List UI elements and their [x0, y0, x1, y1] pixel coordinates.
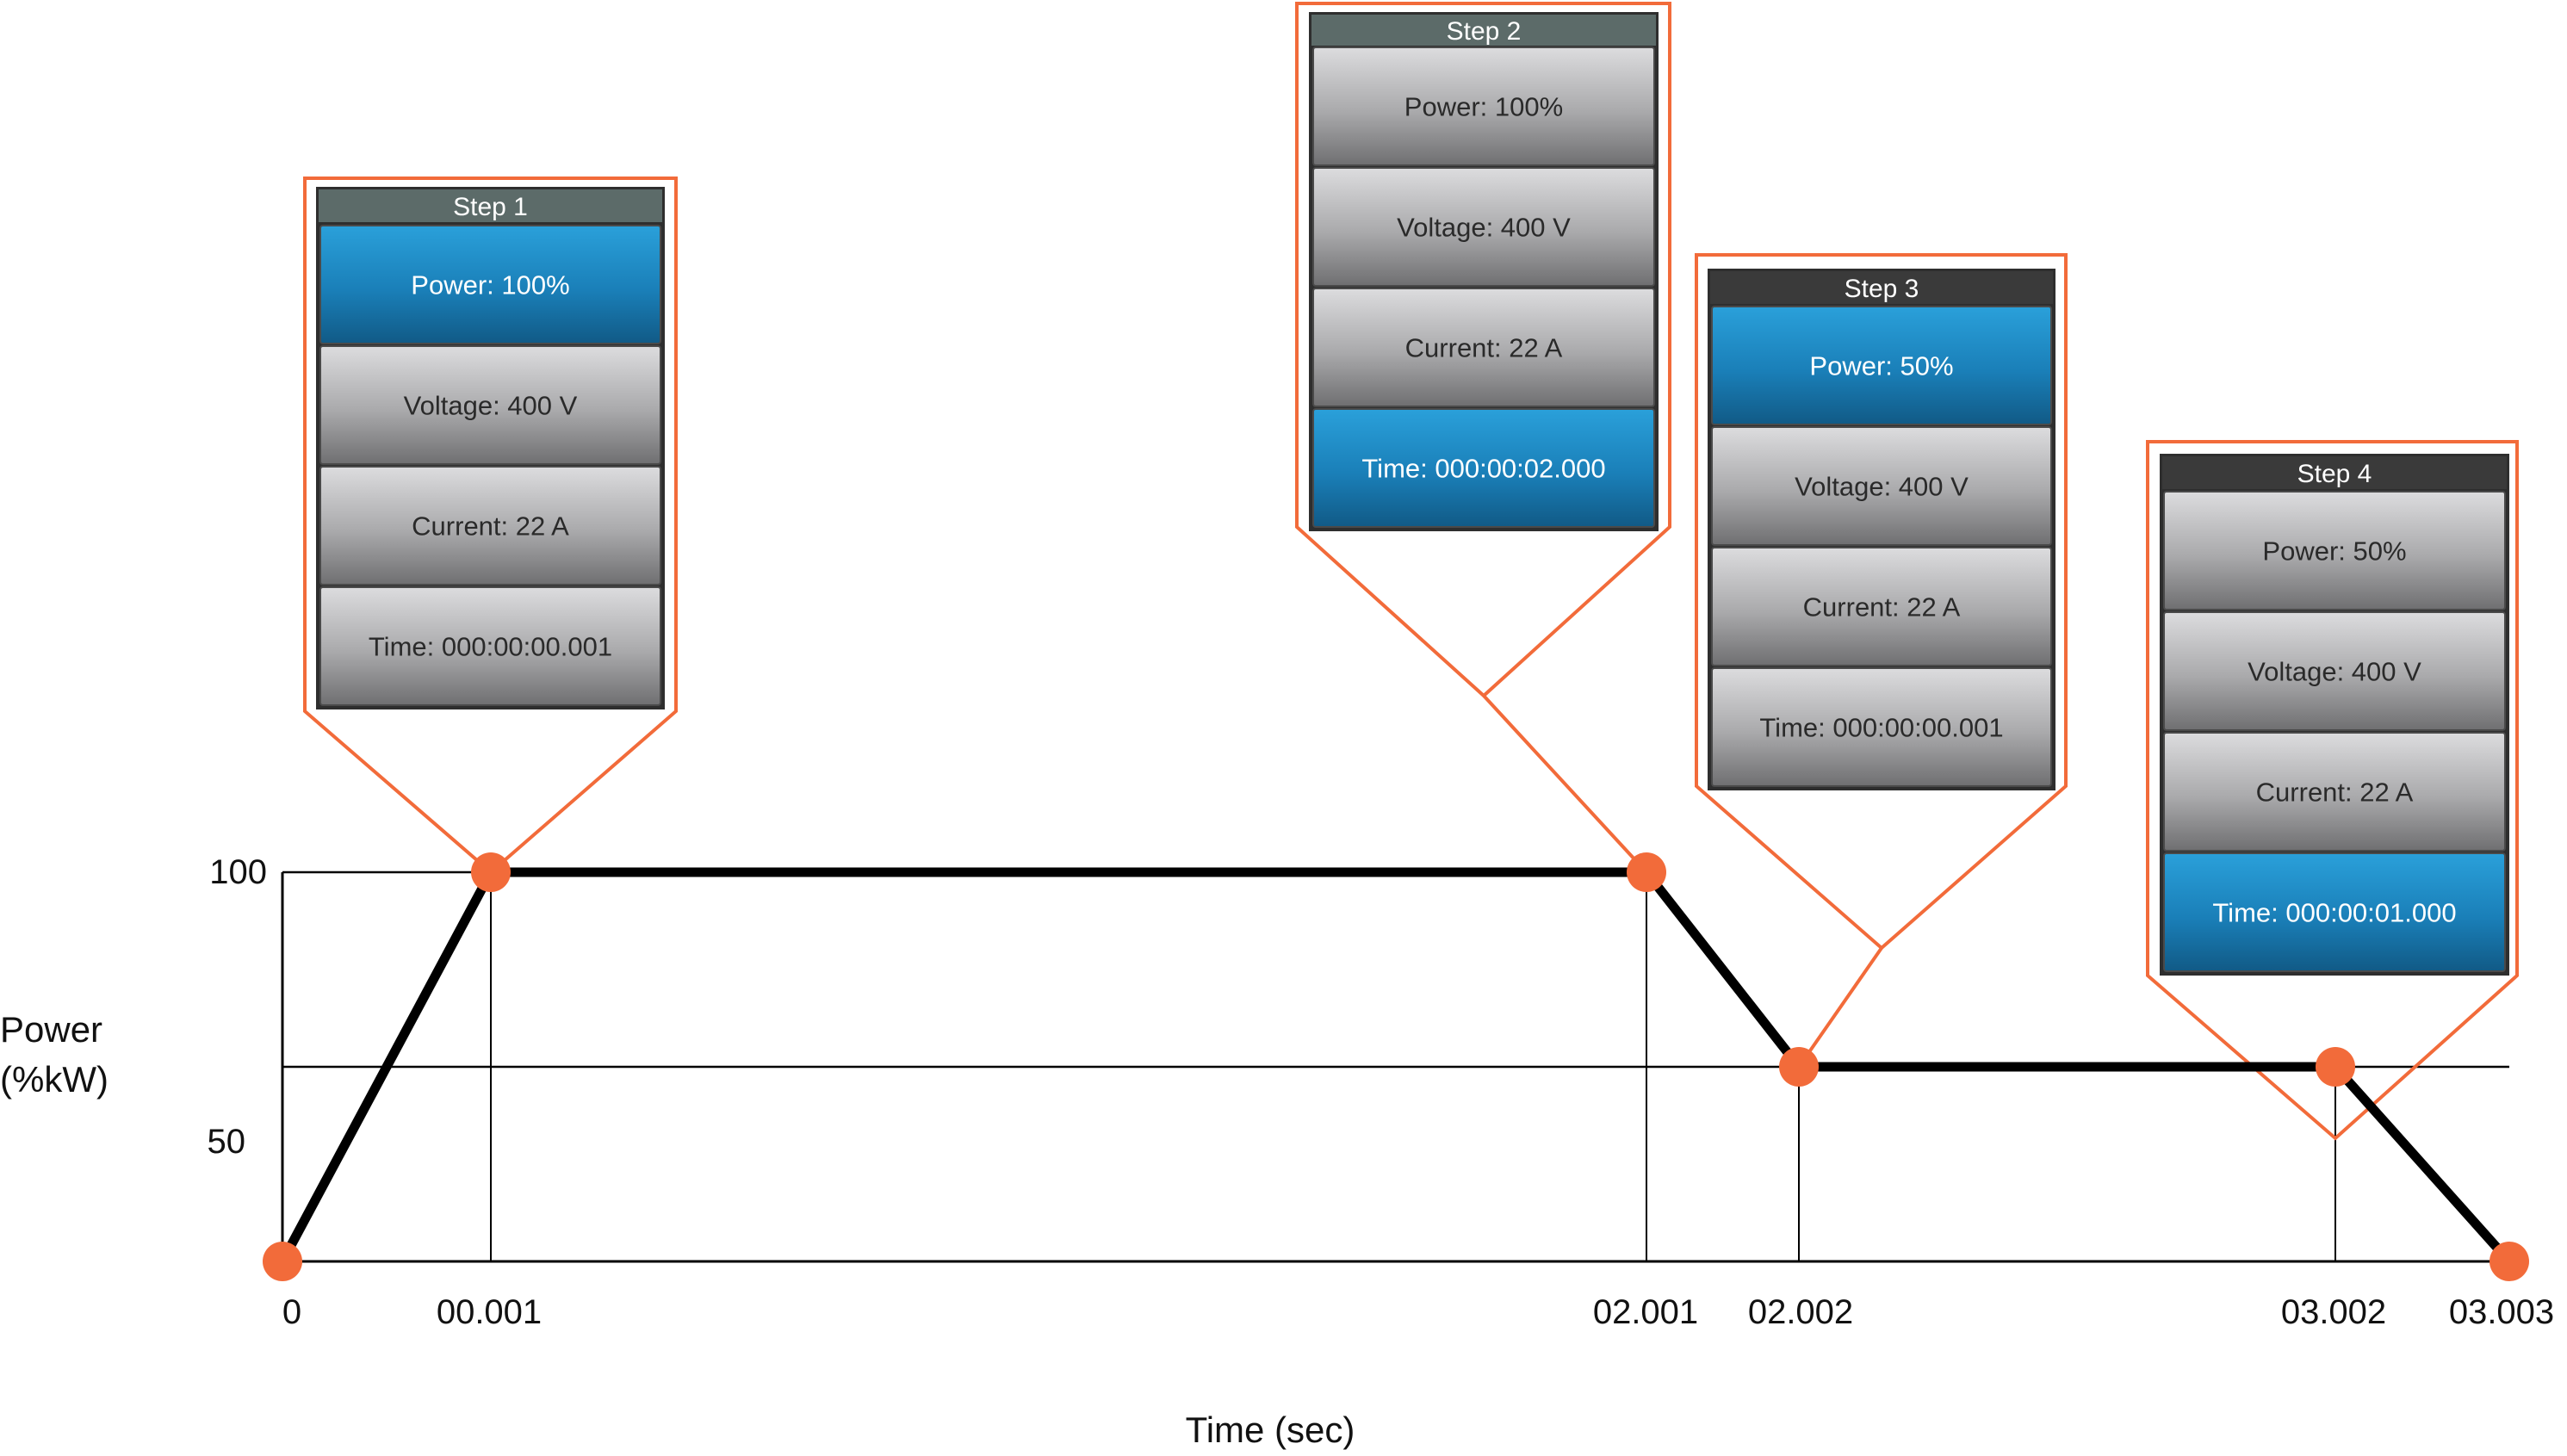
field[interactable]: Current: 22 A — [1711, 547, 2052, 666]
field-label: Current: 22 A — [1405, 333, 1563, 363]
field-selected[interactable]: Time: 000:00:02.000 — [1312, 408, 1655, 528]
step-point-marker — [1627, 852, 1666, 892]
y-axis-label-line2: (%kW) — [0, 1059, 109, 1100]
field-label: Time: 000:00:00.001 — [1759, 713, 2003, 743]
y-axis-label-line1: Power — [0, 1009, 102, 1050]
field-background — [2163, 611, 2506, 731]
field-label: Voltage: 400 V — [1397, 213, 1571, 243]
field-selected[interactable]: Power: 100% — [319, 225, 661, 344]
field-label: Current: 22 A — [1803, 592, 1961, 623]
field-label: Voltage: 400 V — [404, 391, 578, 421]
field[interactable]: Time: 000:00:00.001 — [319, 586, 661, 706]
step-4-callout-outline — [2146, 440, 2519, 1141]
field[interactable]: Power: 50% — [2163, 491, 2506, 610]
field-background — [1312, 167, 1655, 287]
field[interactable]: Voltage: 400 V — [1711, 426, 2052, 546]
panel-title: Step 4 — [2297, 460, 2372, 488]
field-background — [319, 225, 661, 344]
field-selected[interactable]: Time: 000:00:01.000 — [2163, 852, 2506, 972]
field-label: Time: 000:00:00.001 — [369, 632, 612, 662]
field[interactable]: Current: 22 A — [319, 466, 661, 585]
step-2-panel: Step 2 Power: 100% Voltage: 400 V Current: … — [1309, 12, 1659, 531]
field-background — [1312, 408, 1655, 528]
field-label: Power: 100% — [411, 270, 569, 300]
panel-title: Step 2 — [1447, 17, 1522, 46]
field-background — [1312, 46, 1655, 166]
field-label: Time: 000:00:02.000 — [1361, 454, 1605, 484]
step-point-marker — [263, 1242, 302, 1281]
panel-header — [319, 189, 662, 222]
x-tick-03-002: 03.002 — [2281, 1293, 2386, 1331]
field-background — [1711, 426, 2052, 546]
field[interactable]: Current: 22 A — [1312, 288, 1655, 407]
step-point-marker — [471, 852, 511, 892]
step-2-callout-outline — [1295, 2, 1671, 698]
field-background — [2163, 852, 2506, 972]
panel-title: Step 1 — [453, 193, 528, 221]
step-point-marker — [2316, 1047, 2355, 1087]
step-3-callout-connector — [1797, 946, 1883, 1069]
field-label: Voltage: 400 V — [1795, 472, 1969, 502]
step-panels: Step 1 Power: 100% Voltage: 400 V Current: … — [316, 12, 2509, 976]
field[interactable]: Voltage: 400 V — [1312, 167, 1655, 287]
field-selected[interactable]: Power: 50% — [1711, 306, 2052, 425]
power-profile-line — [277, 867, 2514, 1267]
y-tick-100: 100 — [209, 853, 267, 891]
x-tick-0: 0 — [282, 1293, 301, 1331]
step-3-panel: Step 3 Power: 50% Voltage: 400 V Current: 2… — [1708, 269, 2055, 790]
field-label: Current: 22 A — [412, 511, 569, 542]
y-tick-50: 50 — [208, 1123, 246, 1161]
field-label: Power: 100% — [1404, 92, 1563, 122]
field-background — [319, 466, 661, 585]
step-4-panel: Step 4 Power: 50% Voltage: 400 V Current: 2… — [2160, 454, 2509, 976]
field-background — [2163, 491, 2506, 610]
step-1-callout-outline — [303, 177, 678, 875]
field-label: Current: 22 A — [2256, 778, 2414, 808]
panel-title: Step 3 — [1845, 275, 1919, 303]
field-label: Power: 50% — [1809, 351, 1953, 381]
x-tick-03-003: 03.003 — [2449, 1293, 2554, 1331]
step-point-marker — [1779, 1047, 1819, 1087]
field-label: Time: 000:00:01.000 — [2212, 898, 2456, 928]
field-label: Voltage: 400 V — [2248, 657, 2421, 687]
panel-header — [1311, 15, 1656, 46]
x-tick-02-001: 02.001 — [1593, 1293, 1698, 1331]
field[interactable]: Time: 000:00:00.001 — [1711, 667, 2052, 787]
x-axis-label: Time (sec) — [1186, 1410, 1355, 1450]
field-background — [2163, 732, 2506, 852]
field[interactable]: Power: 100% — [1312, 46, 1655, 166]
chart-guides — [490, 872, 2336, 1261]
step-point-marker — [2489, 1242, 2529, 1281]
field[interactable]: Current: 22 A — [2163, 732, 2506, 852]
step-2-callout-connector — [1482, 694, 1648, 874]
field[interactable]: Voltage: 400 V — [2163, 611, 2506, 731]
field-background — [1312, 288, 1655, 407]
panel-header — [2162, 456, 2507, 489]
power-profile — [277, 867, 2514, 1267]
field-background — [1711, 667, 2052, 787]
x-tick-00-001: 00.001 — [437, 1293, 542, 1331]
field-label: Power: 50% — [2262, 536, 2406, 567]
panel-header — [1710, 271, 2053, 304]
step-markers — [263, 852, 2529, 1281]
step-callouts — [303, 2, 2519, 1141]
field[interactable]: Voltage: 400 V — [319, 345, 661, 465]
step-3-callout-outline — [1695, 253, 2068, 951]
field-background — [1711, 547, 2052, 666]
step-1-panel: Step 1 Power: 100% Voltage: 400 V Current: … — [316, 187, 665, 709]
field-background — [319, 586, 661, 706]
field-background — [319, 345, 661, 465]
x-tick-02-002: 02.002 — [1748, 1293, 1853, 1331]
field-background — [1711, 306, 2052, 425]
